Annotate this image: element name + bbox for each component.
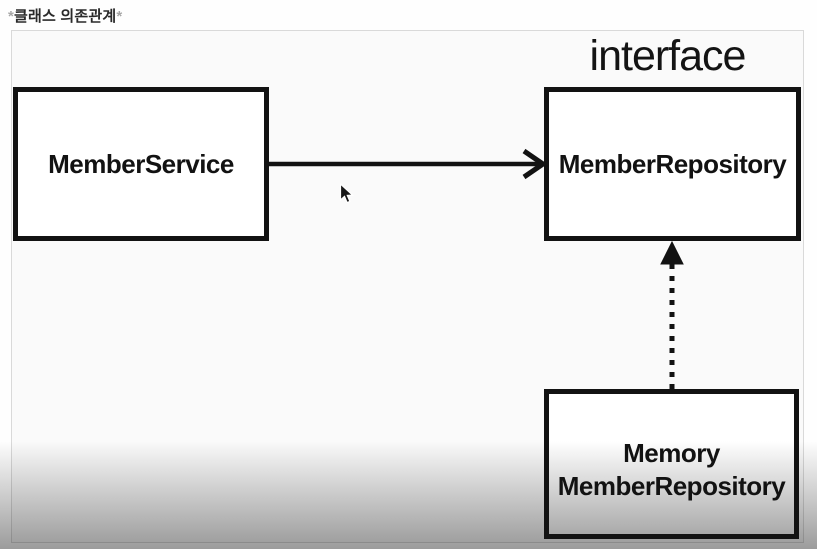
- node-member-repository: MemberRepository: [544, 87, 801, 241]
- node-label: MemberService: [48, 148, 234, 179]
- title-asterisk-right: *: [116, 8, 123, 25]
- interface-stereotype-label: interface: [589, 32, 747, 80]
- node-label: MemberRepository: [558, 148, 787, 179]
- page-title: *클래스 의존관계*: [8, 5, 122, 26]
- arrows-layer: [269, 148, 684, 389]
- node-label-line2: MemberRepository: [557, 471, 786, 501]
- node-member-service: MemberService: [13, 87, 269, 241]
- solid-dependency-arrow: [269, 148, 548, 180]
- mouse-cursor-icon: [339, 183, 354, 204]
- dotted-implements-arrow: [660, 240, 684, 389]
- title-asterisk-left: *: [8, 8, 15, 25]
- node-label-line1: Memory: [623, 438, 720, 468]
- node-memory-member-repository: Memory MemberRepository: [544, 389, 799, 539]
- diagram-canvas: interface MemberService MemberRepository…: [11, 30, 804, 543]
- title-text: 클래스 의존관계: [14, 8, 117, 25]
